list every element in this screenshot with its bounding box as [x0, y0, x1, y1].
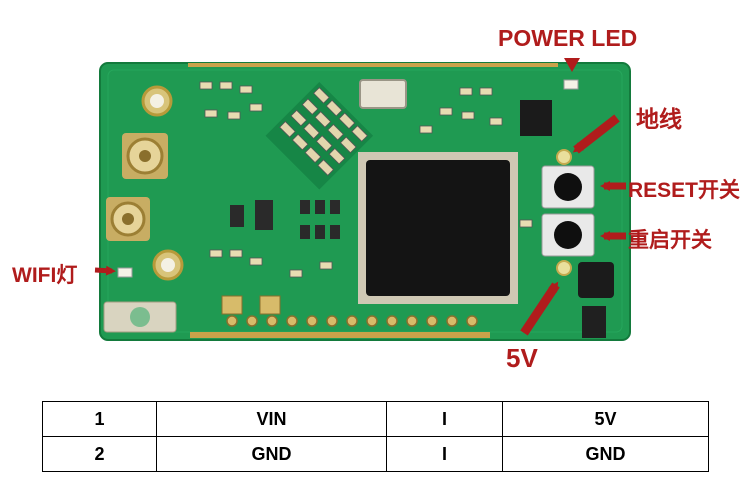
antenna-connector: [106, 197, 150, 241]
inductor: [578, 262, 614, 298]
restart-button: [541, 213, 595, 257]
power-led-arrow: [564, 58, 580, 72]
table-row: 1 VIN I 5V: [42, 401, 709, 437]
ground-pad: [556, 149, 572, 165]
wifi-led-label: WIFI灯: [12, 264, 78, 287]
pin-header: [226, 315, 478, 327]
power-led-label: POWER LED: [498, 25, 638, 51]
pin-value-cell: GND: [502, 436, 709, 472]
ground-arrow: [572, 114, 620, 154]
power-led: [563, 79, 579, 90]
wifi-led: [117, 267, 133, 278]
wifi-module-board-figure: [94, 58, 631, 341]
power-mosfet: [520, 100, 552, 136]
pin-name-cell: GND: [156, 436, 387, 472]
ground-label: 地线: [636, 106, 682, 132]
crystal-oscillator: [359, 79, 407, 109]
table-row: 2 GND I GND: [42, 436, 709, 472]
pin-direction-cell: I: [386, 436, 503, 472]
pin-name-cell: VIN: [156, 401, 387, 437]
reset-switch-label: RESET开关: [628, 179, 741, 202]
pin-number-cell: 1: [42, 401, 157, 437]
reset-button: [541, 165, 595, 209]
pin-value-cell: 5V: [502, 401, 709, 437]
5v-pad: [556, 260, 572, 276]
pin-direction-cell: I: [386, 401, 503, 437]
main-chip: [358, 152, 518, 304]
5v-label: 5V: [506, 343, 538, 373]
5v-arrow: [520, 281, 560, 336]
pin-number-cell: 2: [42, 436, 157, 472]
antenna-connector: [122, 133, 168, 179]
pin-table: 1 VIN I 5V 2 GND I GND: [42, 401, 709, 472]
regulator-chip: [582, 306, 606, 338]
wifi-led-arrow: [94, 265, 116, 276]
restart-switch-label: 重启开关: [628, 229, 712, 252]
